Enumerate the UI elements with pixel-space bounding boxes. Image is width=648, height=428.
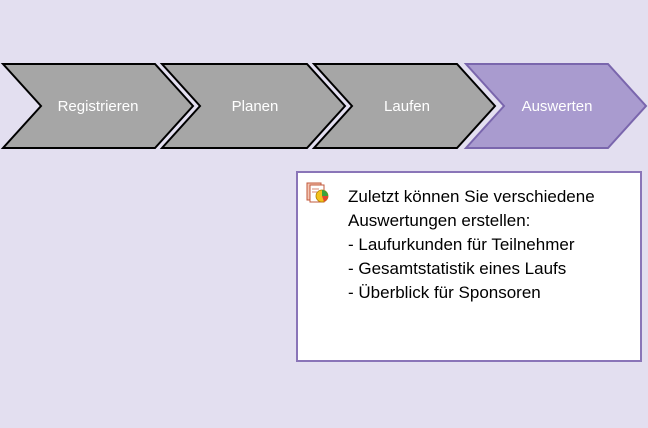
info-text-list: Zuletzt können Sie verschiedene Auswertu…: [348, 185, 632, 305]
report-chart-icon: [306, 182, 329, 203]
process-flow: Registrieren Planen Laufen Auswerten: [0, 63, 648, 149]
step-laufen-label: Laufen: [384, 98, 430, 115]
step-laufen: Laufen: [311, 63, 497, 149]
step-planen-label: Planen: [232, 98, 279, 115]
step-auswerten-label: Auswerten: [522, 98, 593, 115]
step-registrieren-shape: [0, 63, 195, 149]
info-bullet-item: - Überblick für Sponsoren: [348, 283, 541, 302]
step-planen-shape: [159, 63, 347, 149]
info-line: Auswertungen erstellen:: [348, 211, 531, 230]
info-bullet-item: - Gesamtstatistik eines Laufs: [348, 259, 567, 278]
step-auswerten-shape: [463, 63, 648, 149]
info-box: Zuletzt können Sie verschiedene Auswertu…: [296, 171, 642, 362]
step-auswerten: Auswerten: [463, 63, 648, 149]
step-registrieren-label: Registrieren: [58, 98, 139, 115]
step-planen: Planen: [159, 63, 347, 149]
step-laufen-shape: [311, 63, 497, 149]
info-line: Zuletzt können Sie verschiedene: [348, 187, 595, 206]
info-bullet-item: - Laufurkunden für Teilnehmer: [348, 235, 575, 254]
step-registrieren: Registrieren: [0, 63, 195, 149]
